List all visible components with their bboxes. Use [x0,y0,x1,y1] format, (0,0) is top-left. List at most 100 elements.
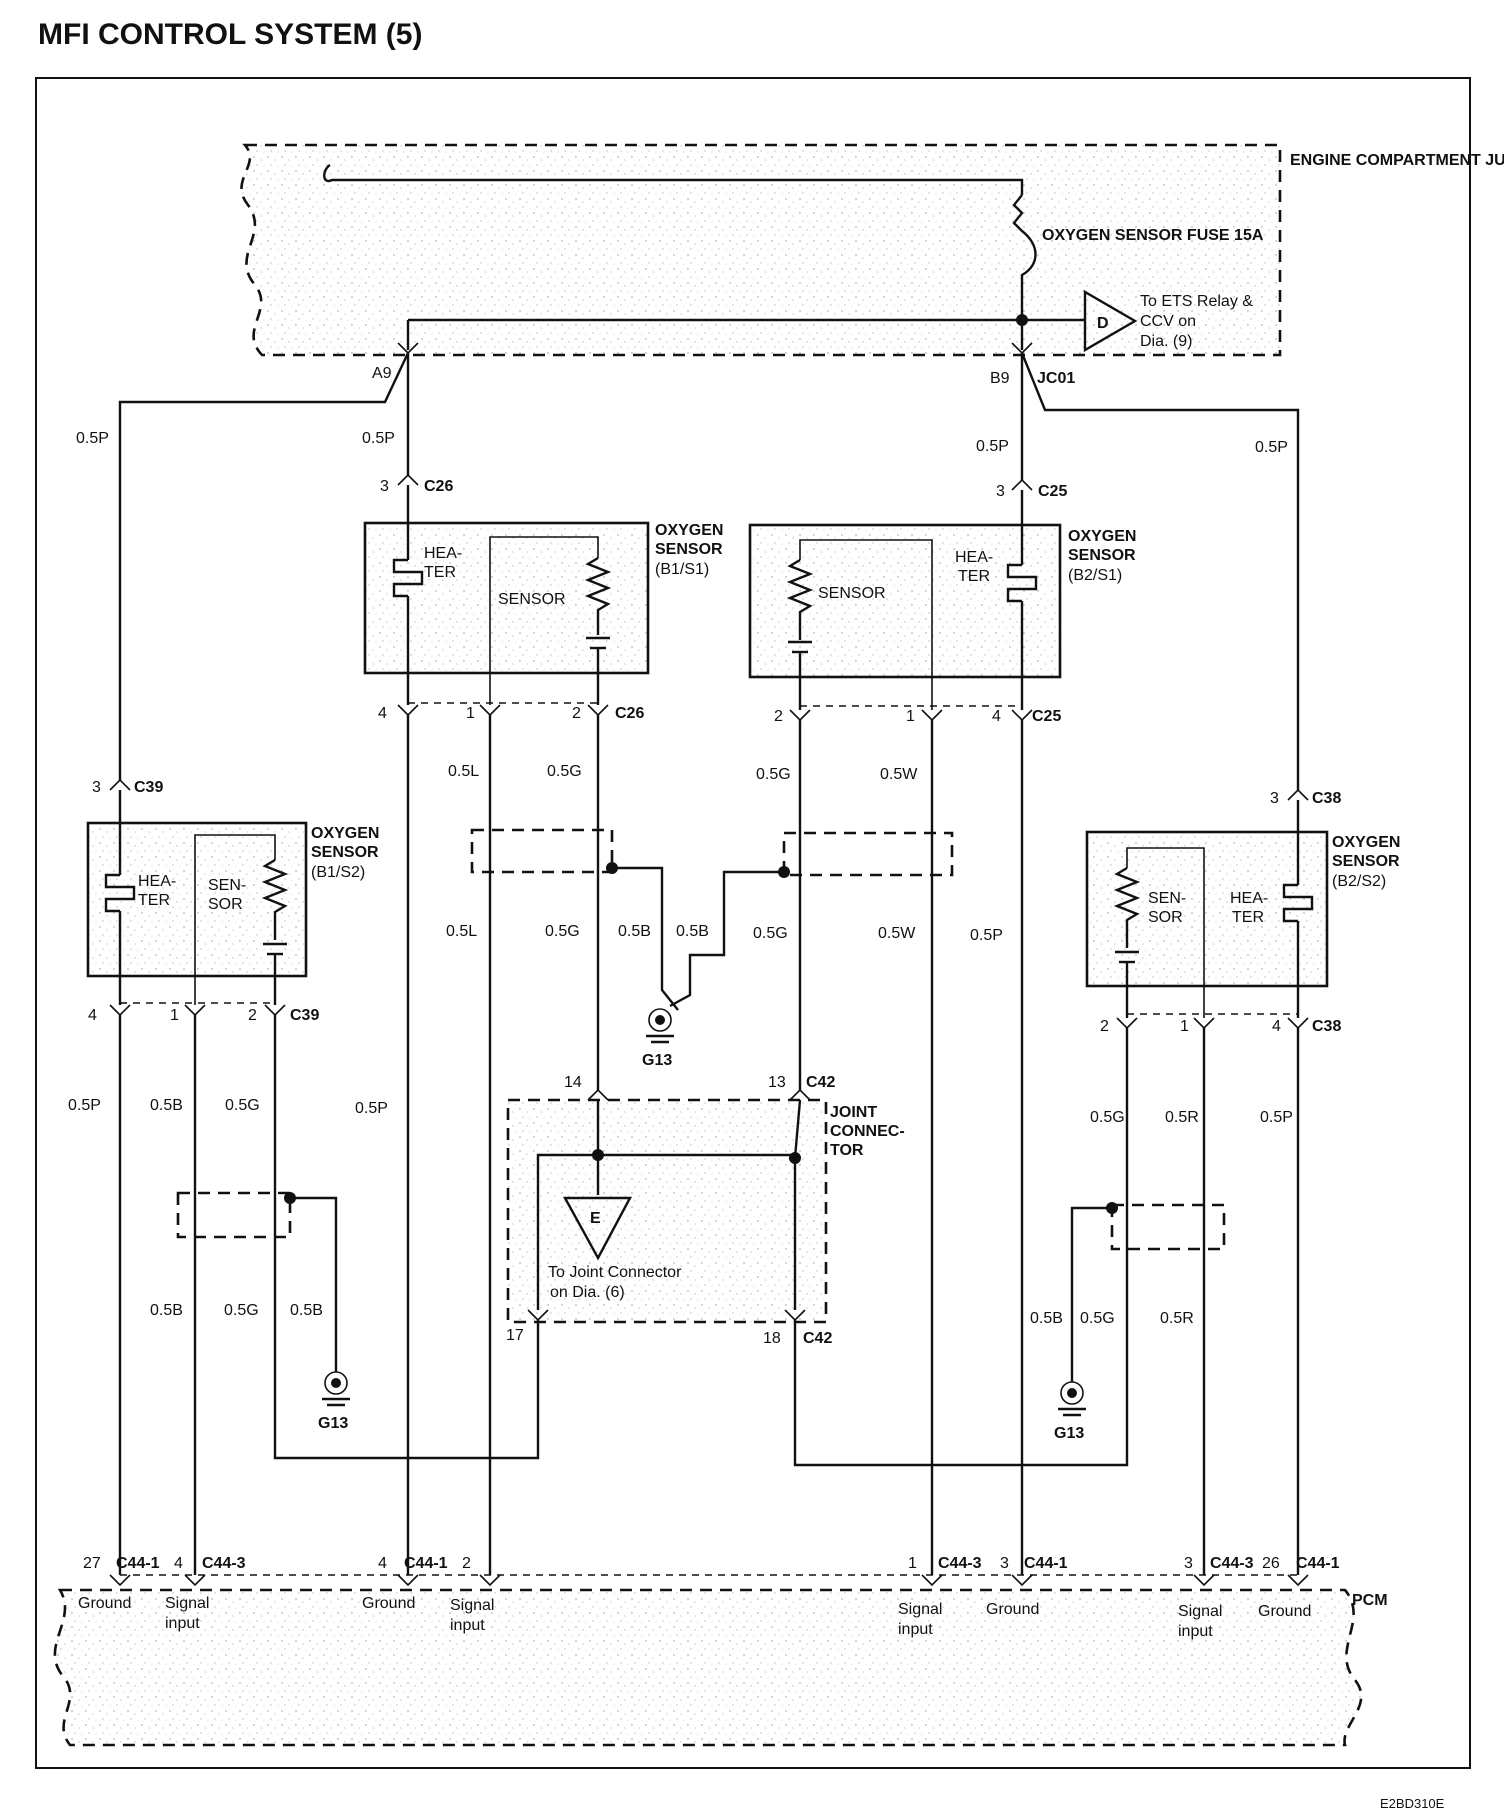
b2s2-position: (B2/S2) [1332,873,1386,890]
b2s2-heater-1: HEA- [1230,890,1268,907]
b1s1-name-2: SENSOR [655,541,723,558]
wl-b1s2-b3: 0.5B [290,1302,323,1319]
b2s1-bottom-conn: C25 [1032,708,1061,725]
pcm-pin-8-conn: C44-1 [1296,1555,1340,1572]
pcm-pin-7-label-2: input [1178,1623,1213,1640]
b1s1-pin-4: 4 [378,705,387,722]
b1s2-pin-2: 2 [248,1007,257,1024]
wire-label-p-4: 0.5P [1255,439,1288,456]
jc-conn-top: C42 [806,1074,835,1091]
sensor-b1s1: 3 C26 OXYGEN SENSOR (B1/S1) HEA- TER SEN… [363,473,723,722]
pcm-pin-6-label: Ground [986,1601,1039,1618]
pcm-pin-5-num: 1 [908,1555,917,1572]
ground-label-right: G13 [1054,1425,1084,1442]
offpage-d-text-2: CCV on [1140,313,1196,330]
offpage-e-text-1: To Joint Connector [548,1264,682,1281]
pcm-pin-6-num: 3 [1000,1555,1009,1572]
pcm-pin-7-num: 3 [1184,1555,1193,1572]
sensor-b2s2: 3 C38 OXYGEN SENSOR (B2/S2) HEA- TER SEN… [1085,788,1400,1035]
wire-label-p-3: 0.5P [976,438,1009,455]
pcm-pin-1-num: 27 [83,1555,101,1572]
jc-pin-14: 14 [564,1074,582,1091]
wl-b2s1-g2: 0.5G [753,925,788,942]
wire-shield-drain-left [612,866,679,1011]
b2s2-top-pin: 3 [1270,790,1279,807]
offpage-d-text-1: To ETS Relay & [1140,293,1253,310]
pcm-pin-2-label-2: input [165,1615,200,1632]
jc-internal-bus [536,1100,797,1310]
pcm-pin-3-num: 4 [378,1555,387,1572]
b1s1-pin-2: 2 [572,705,581,722]
ground-g13-right: G13 [1054,1381,1086,1442]
ground-label-center: G13 [642,1052,672,1069]
wire-b2s2-drain [1070,1206,1112,1382]
b1s1-position: (B1/S1) [655,561,709,578]
b2s1-pin-2: 2 [774,708,783,725]
sensor-b1s2: 3 C39 OXYGEN SENSOR (B1/S2) HEA- TER SEN… [86,778,379,1024]
wire-shield-drain-right [669,870,784,1008]
b2s2-pin-1: 1 [1180,1018,1189,1035]
pcm-pin-4: 2 Signal input [450,1555,501,1634]
jc-conn-bottom: C42 [803,1330,832,1347]
fuse-symbol [1012,194,1037,320]
b1s2-pin-4: 4 [88,1007,97,1024]
b1s2-sensor-2: SOR [208,896,243,913]
b2s2-sensor-2: SOR [1148,909,1183,926]
b1s1-sensor-label: SENSOR [498,591,566,608]
pcm-pin-8-num: 26 [1262,1555,1280,1572]
b2s2-heater-2: TER [1232,909,1264,926]
offpage-e-letter: E [590,1210,601,1227]
pcm-zone [53,1588,1363,1747]
pcm-pin-5-label-1: Signal [898,1601,942,1618]
shield-b1s1 [470,828,614,874]
wire-jc17-to-b1s2 [273,1015,540,1460]
b2s1-sensor-label: SENSOR [818,585,886,602]
wire-jc18-to-b2s2 [793,1028,1129,1467]
pcm-pin-3: 4 C44-1 Ground [362,1555,448,1612]
b1s2-sensor-1: SEN- [208,877,246,894]
page-title: MFI CONTROL SYSTEM (5) [38,18,422,51]
pcm-pin-1-conn: C44-1 [116,1555,160,1572]
wl-b2s2-r1: 0.5R [1165,1109,1199,1126]
wl-b2s2-g2: 0.5G [1080,1310,1115,1327]
joint-connector-name-1: JOINT [830,1104,877,1121]
b1s2-top-pin: 3 [92,779,101,796]
sensor-b2s1: 3 C25 OXYGEN SENSOR (B2/S1) HEA- TER SEN… [748,478,1136,725]
wire-b1s2-drain [290,1196,338,1372]
b1s1-name-1: OXYGEN [655,522,723,539]
b1s1-pin-1: 1 [466,705,475,722]
ground-g13-left: G13 [318,1371,350,1432]
junction-block-label: ENGINE COMPARTMENT JUNCTION BLOCK [1290,152,1504,169]
pcm-pin-3-label: Ground [362,1595,415,1612]
offpage-d-text-3: Dia. (9) [1140,333,1192,350]
b2s2-name-2: SENSOR [1332,853,1400,870]
shield-b1s2 [176,1191,292,1239]
pcm-pin-2: 4 C44-3 Signal input [165,1555,246,1632]
wl-b2s1-w1: 0.5W [880,766,918,783]
shield-b2s1 [782,831,954,877]
wl-drain-b2: 0.5B [676,923,709,940]
wl-b1s2-b2: 0.5B [150,1302,183,1319]
wl-b2s2-p: 0.5P [1260,1109,1293,1126]
wire-label-p-1: 0.5P [76,430,109,447]
b1s1-top-pin: 3 [380,478,389,495]
wl-b2s1-w2: 0.5W [878,925,916,942]
b2s1-position: (B2/S1) [1068,567,1122,584]
pcm-pin-4-label-2: input [450,1617,485,1634]
pcm-pin-2-conn: C44-3 [202,1555,246,1572]
b1s2-top-conn: C39 [134,779,163,796]
b2s2-name-1: OXYGEN [1332,834,1400,851]
pcm-pin-6-conn: C44-1 [1024,1555,1068,1572]
b2s1-name-1: OXYGEN [1068,528,1136,545]
pcm-pin-7-conn: C44-3 [1210,1555,1254,1572]
b1s2-heater-1: HEA- [138,873,176,890]
b2s1-name-2: SENSOR [1068,547,1136,564]
b1s1-heater-1: HEA- [424,545,462,562]
wl-b2s2-g1: 0.5G [1090,1109,1125,1126]
pcm-pin-4-label-1: Signal [450,1597,494,1614]
junction-block-name: ENGINE COMPARTMENT JUNCTION BLOCK [1290,152,1504,169]
wl-b1s1-l1: 0.5L [448,763,479,780]
pcm-pin-4-num: 2 [462,1555,471,1572]
wl-b1s2-p: 0.5P [68,1097,101,1114]
